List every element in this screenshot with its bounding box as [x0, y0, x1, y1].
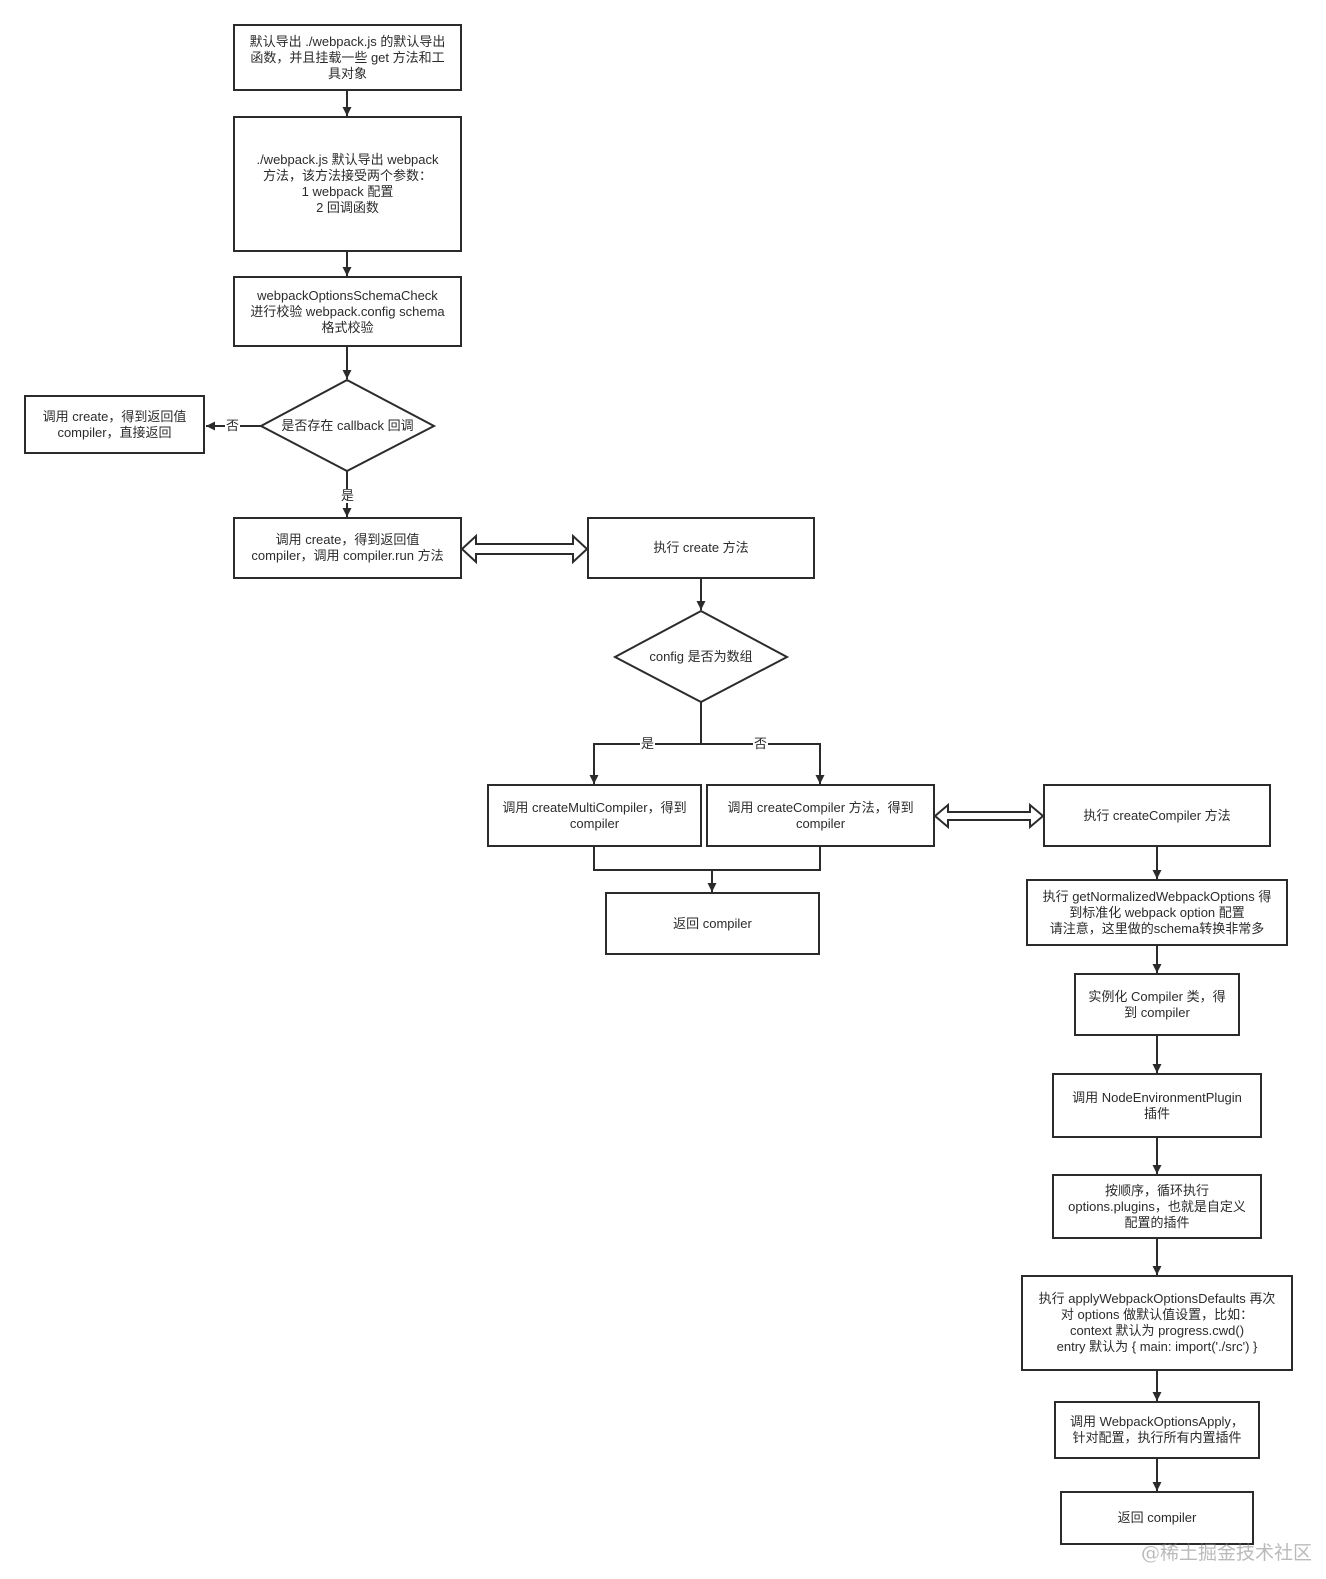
node-create-multi-compiler: 调用 createMultiCompiler，得到 compiler: [487, 784, 702, 847]
node-exec-create: 执行 create 方法: [587, 517, 815, 579]
decision-callback-diamond: [258, 378, 437, 473]
node-webpack-options-apply: 调用 WebpackOptionsApply， 针对配置，执行所有内置插件: [1054, 1401, 1260, 1459]
decision-callback-text: 是否存在 callback 回调: [281, 417, 414, 433]
edge-label-yes-callback: 是: [340, 488, 356, 503]
double-arrow-n5-n6: [460, 533, 589, 565]
edge-n7-n9: [593, 847, 712, 871]
double-arrow-n8-n10: [933, 802, 1045, 830]
node-schema-check: webpackOptionsSchemaCheck 进行校验 webpack.c…: [233, 276, 462, 347]
edge-label-no-callback: 否: [225, 418, 241, 433]
node-apply-defaults: 执行 applyWebpackOptionsDefaults 再次 对 opti…: [1021, 1275, 1293, 1371]
node-return-compiler-middle: 返回 compiler: [605, 892, 820, 955]
node-create-compiler: 调用 createCompiler 方法，得到 compiler: [706, 784, 935, 847]
edge-label-yes-array: 是: [640, 736, 656, 751]
edge-n8-n9: [712, 847, 821, 871]
node-node-environment-plugin: 调用 NodeEnvironmentPlugin 插件: [1052, 1073, 1262, 1138]
node-create-return: 调用 create，得到返回值 compiler，直接返回: [24, 395, 205, 454]
decision-config-array-text: config 是否为数组: [649, 648, 753, 664]
edge-label-no-array: 否: [753, 736, 769, 751]
node-user-plugins: 按顺序，循环执行 options.plugins，也就是自定义 配置的插件: [1052, 1174, 1262, 1239]
node-default-export: 默认导出 ./webpack.js 的默认导出 函数，并且挂载一些 get 方法…: [233, 24, 462, 91]
edge-d2-n8: [701, 743, 825, 784]
watermark: @稀土掘金技术社区: [1140, 1542, 1312, 1564]
node-instantiate-compiler: 实例化 Compiler 类，得 到 compiler: [1074, 973, 1240, 1036]
node-exec-create-compiler: 执行 createCompiler 方法: [1043, 784, 1271, 847]
node-create-run: 调用 create，得到返回值 compiler，调用 compiler.run…: [233, 517, 462, 579]
node-webpack-method: ./webpack.js 默认导出 webpack 方法，该方法接受两个参数： …: [233, 116, 462, 252]
decision-config-array-diamond: [612, 609, 790, 704]
node-normalize-options: 执行 getNormalizedWebpackOptions 得 到标准化 we…: [1026, 879, 1288, 946]
node-return-compiler-right: 返回 compiler: [1060, 1491, 1254, 1545]
